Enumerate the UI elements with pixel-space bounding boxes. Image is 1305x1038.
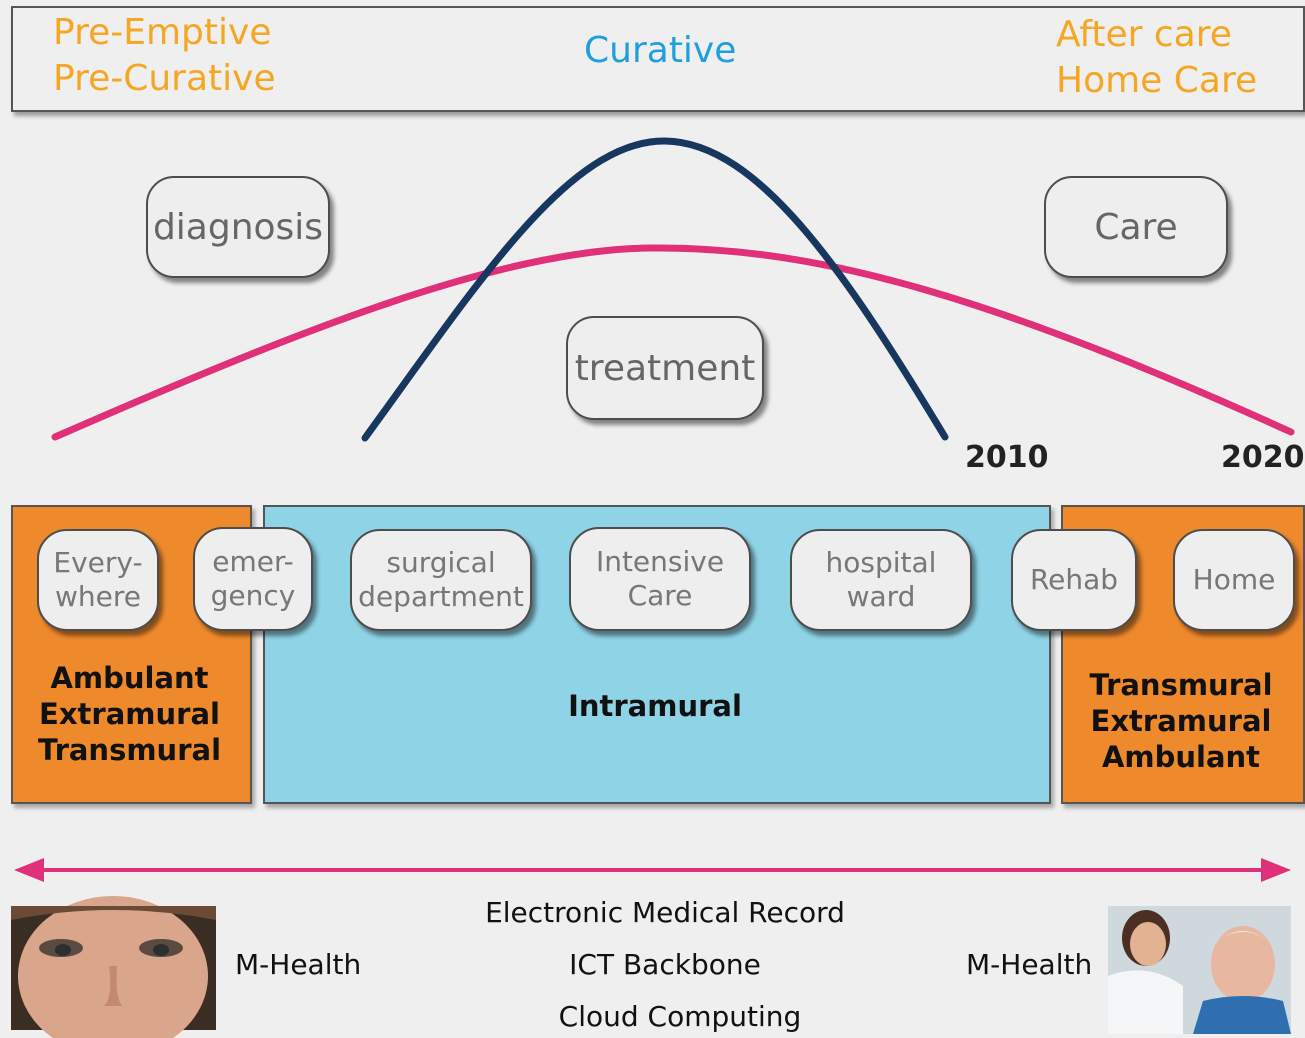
nurse-and-elderly-man-photo-icon [1108,906,1291,1034]
transmural-panel-label: Transmural Extramural Ambulant [1089,668,1273,774]
location-pill-surgical: surgical department [350,529,532,631]
location-pill-emergency: emer- gency [193,527,313,631]
location-label: Every- where [53,546,143,613]
ict-backbone-label: ICT Backbone [569,948,761,981]
location-pill-everywhere: Every- where [37,529,159,631]
arrow-right-head [1261,858,1291,882]
home-care-label: Home Care [1056,60,1258,101]
intramural-panel-label: Intramural [568,689,742,723]
curve-2010 [361,137,949,442]
location-pill-rehab: Rehab [1011,529,1137,631]
caregiver-photo [1108,906,1291,1034]
year-2010-label: 2010 [965,440,1049,475]
continuum-arrow [14,858,1291,882]
treatment-label: treatment [574,347,756,389]
year-2020-label: 2020 [1221,440,1305,475]
care-pill: Care [1044,176,1228,278]
location-label: Intensive Care [595,545,725,612]
curve-2020 [51,244,1295,441]
care-label: Care [1094,206,1178,248]
phase-banner [11,6,1305,112]
m-health-right-label: M-Health [966,948,1093,981]
trend-curves [51,137,1295,442]
pre-emptive-label: Pre-Emptive [53,12,272,53]
after-care-label: After care [1056,14,1232,55]
diagnosis-label: diagnosis [152,206,324,248]
location-label: Home [1192,563,1276,596]
location-label: emer- gency [210,545,296,612]
location-label: hospital ward [825,546,937,613]
patient-photo [11,896,216,1038]
treatment-pill: treatment [566,316,764,420]
location-pill-home: Home [1173,529,1295,631]
m-health-left-label: M-Health [235,948,362,981]
diagnosis-pill: diagnosis [146,176,330,278]
location-label: Rehab [1029,563,1119,596]
emr-label: Electronic Medical Record [485,896,845,929]
pre-curative-label: Pre-Curative [53,58,276,99]
curative-label: Curative [584,30,737,71]
ambulant-panel-label: Ambulant Extramural Transmural [37,661,222,767]
location-pill-intensive-care: Intensive Care [569,527,751,631]
cloud-computing-label: Cloud Computing [558,1000,802,1033]
location-pill-hospital-ward: hospital ward [790,529,972,631]
young-woman-photo-icon [11,896,216,1038]
arrow-left-head [14,858,44,882]
location-label: surgical department [358,546,524,613]
